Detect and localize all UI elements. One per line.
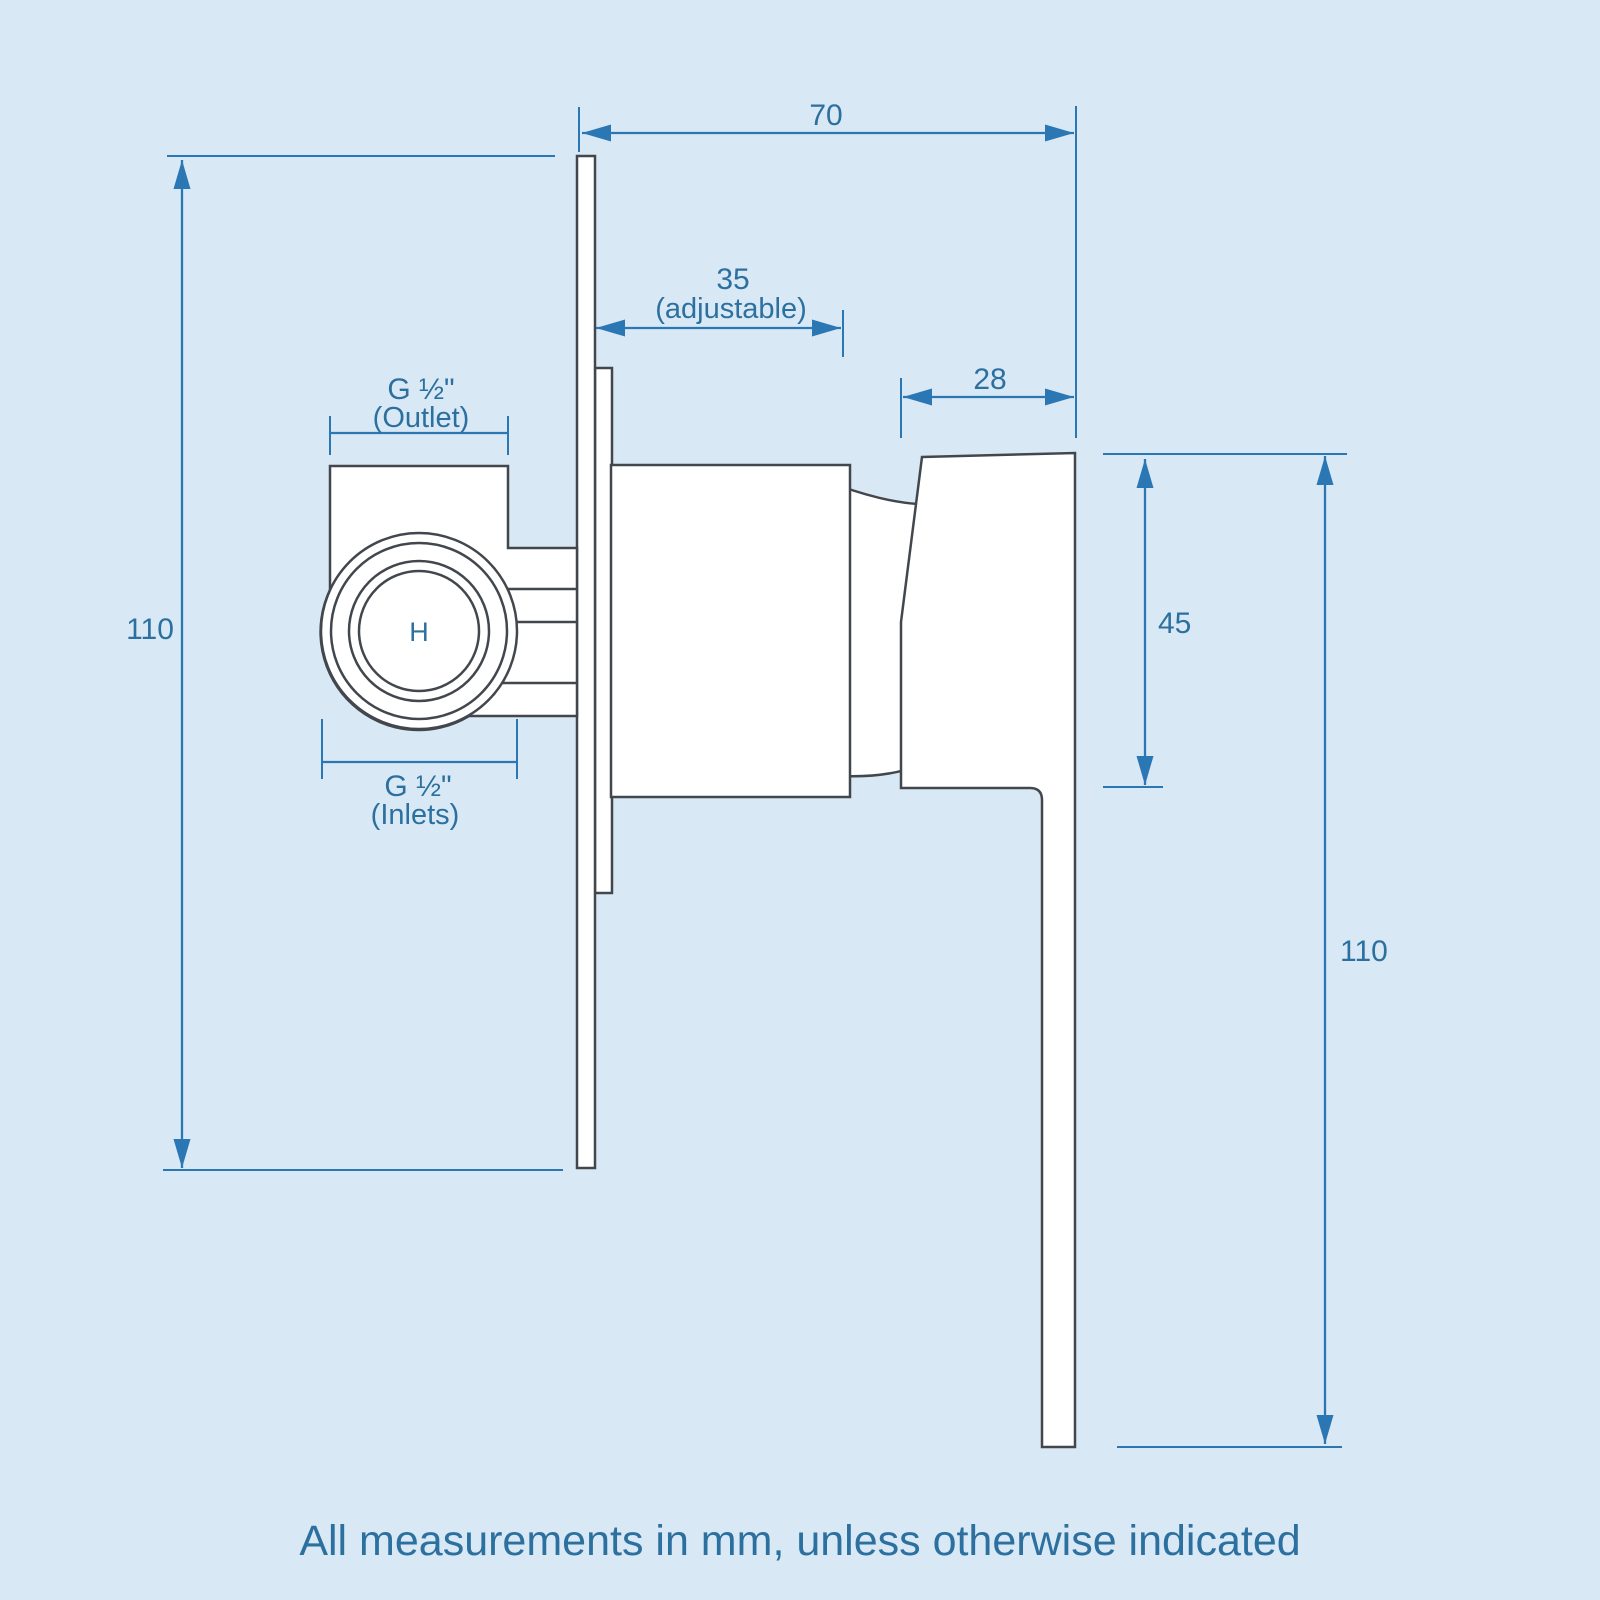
dim-28-label: 28 — [973, 363, 1006, 396]
arrowhead-left — [582, 124, 611, 142]
inlets-size-label: G ½" — [384, 770, 451, 803]
arrowhead-right — [1045, 388, 1074, 406]
outlet-size-label: G ½" — [387, 373, 454, 406]
dim-110-left: 110 — [126, 155, 563, 1171]
inlet-circle-inner — [357, 569, 481, 693]
dim-110-right-label: 110 — [1340, 935, 1388, 968]
handle-lever — [899, 451, 1077, 1449]
dim-45-label: 45 — [1158, 607, 1191, 640]
dim-outlet: G ½" (Outlet) — [329, 373, 509, 455]
dim-70: 70 — [578, 99, 1077, 438]
arrowhead-down — [173, 1139, 191, 1168]
inlet-circle-outer — [319, 531, 519, 731]
arrowhead-up — [1136, 459, 1154, 488]
arrowhead-left — [903, 388, 932, 406]
dim-35-label: 35 — [716, 263, 749, 296]
dim-110-right: 110 — [1117, 456, 1388, 1448]
dim-inlets: G ½" (Inlets) — [321, 719, 518, 831]
arrowhead-right — [812, 319, 841, 337]
dim-70-label: 70 — [809, 99, 842, 132]
arrowhead-up — [1316, 456, 1334, 485]
escutcheon-plate — [593, 366, 614, 895]
arrowhead-left — [596, 319, 625, 337]
dim-45: 45 — [1103, 453, 1347, 788]
hot-inlet-marker: H — [409, 617, 429, 647]
dim-35-note: (adjustable) — [655, 293, 807, 325]
arrowhead-down — [1136, 756, 1154, 785]
arrowhead-right — [1045, 124, 1074, 142]
dim-28: 28 — [900, 363, 1074, 438]
inlets-note-label: (Inlets) — [371, 799, 460, 831]
outlet-note-label: (Outlet) — [373, 402, 470, 434]
arrowhead-up — [173, 160, 191, 189]
wall-plate — [575, 154, 597, 1170]
product-outline — [319, 154, 1077, 1449]
cartridge-housing — [609, 463, 852, 799]
caption: All measurements in mm, unless otherwise… — [299, 1517, 1300, 1565]
dimensions: 70 35 (adjustable) 28 45 — [126, 99, 1388, 1448]
arrowhead-down — [1316, 1415, 1334, 1444]
dim-110-left-label: 110 — [126, 613, 174, 646]
dim-35-adjustable: 35 (adjustable) — [596, 263, 844, 357]
